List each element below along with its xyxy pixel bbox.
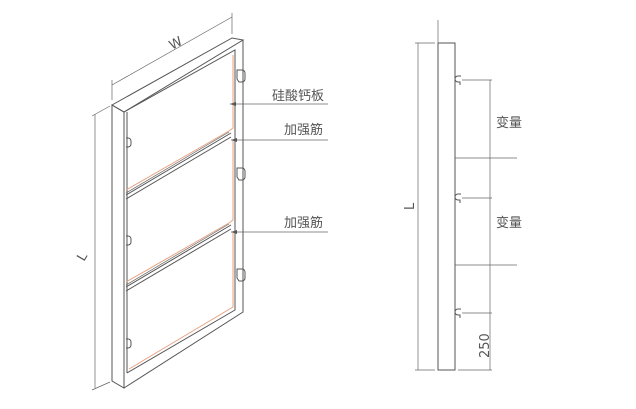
arrow-icon: [231, 230, 237, 234]
rib-2: [125, 223, 232, 292]
width-dimension: [111, 13, 233, 100]
length-label: L: [74, 250, 91, 264]
variable-label-1: 变量: [496, 115, 522, 131]
board-edge: [128, 233, 234, 370]
frame-left-face: [111, 104, 125, 389]
panel-side-view: L 变量 变量 250: [403, 20, 522, 371]
rib-label-2: 加强筋: [284, 215, 323, 231]
width-label: W: [167, 34, 186, 53]
hook-icons: [126, 69, 246, 349]
length-dimension: [91, 105, 111, 391]
board-edge: [125, 222, 230, 283]
variable-label-2: 变量: [496, 215, 522, 231]
frame-outline: [123, 40, 244, 389]
board-edge: [125, 130, 230, 191]
frame-inner: [123, 49, 236, 374]
rib-1: [125, 131, 232, 200]
board-edge: [228, 55, 234, 132]
board-label: 硅酸钙板: [272, 89, 324, 104]
bottom-offset-label: 250: [478, 333, 493, 358]
arrow-icon: [230, 102, 236, 106]
side-hook-icons: [454, 75, 461, 318]
arrow-icon: [231, 138, 237, 142]
side-plate: [437, 42, 456, 371]
panel-iso-view: W L 硅酸钙板 加强筋 加强筋: [74, 13, 328, 391]
board-edge: [228, 140, 234, 224]
rib-label-1: 加强筋: [284, 122, 323, 138]
side-length-label: L: [403, 202, 418, 210]
